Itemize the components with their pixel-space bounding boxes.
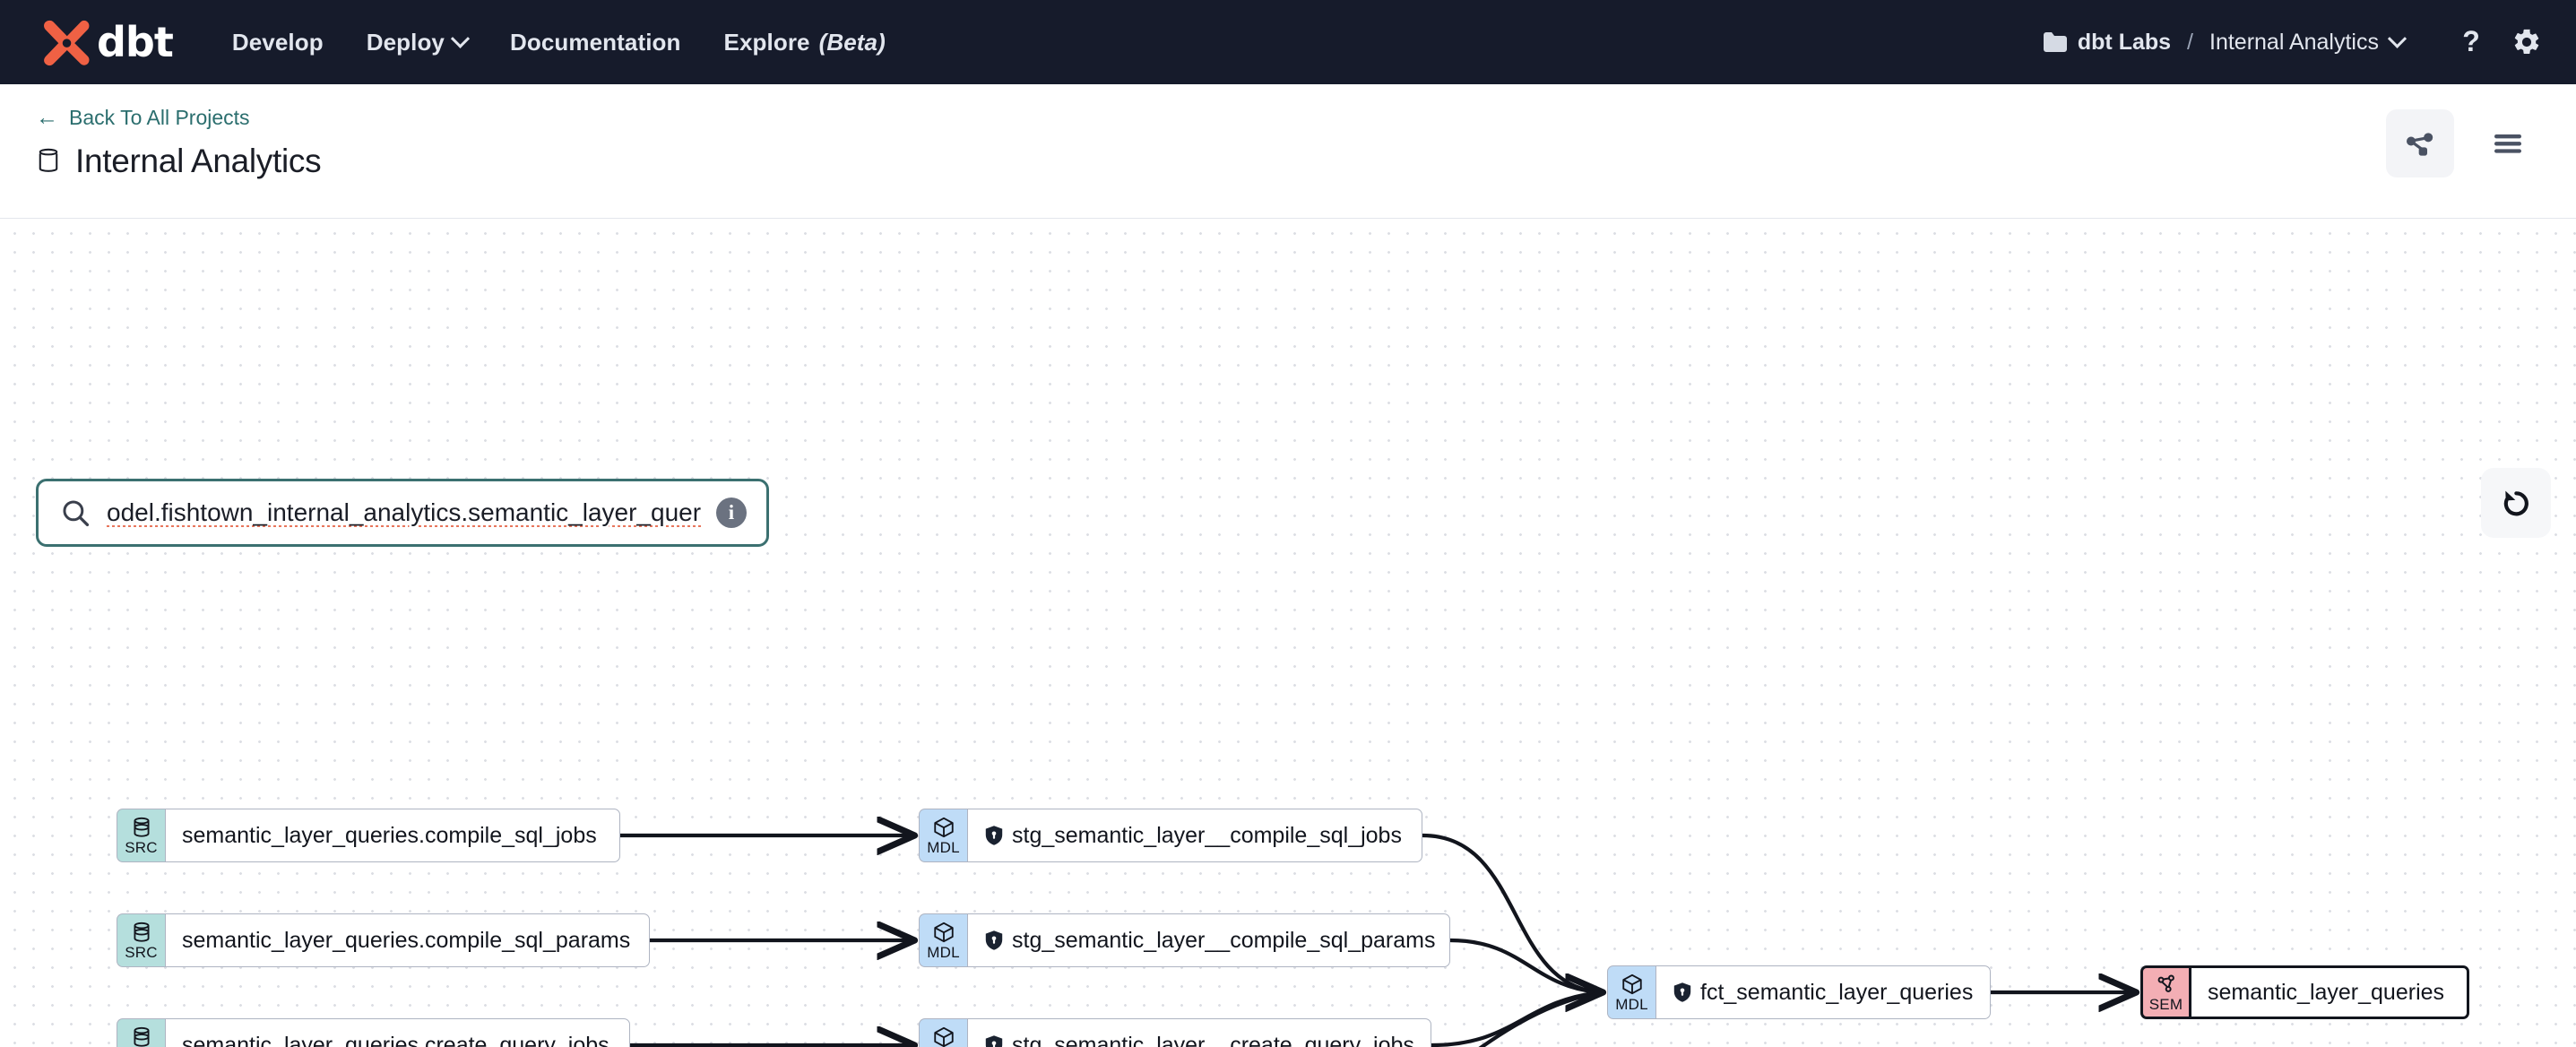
chevron-down-icon — [2387, 29, 2407, 48]
shield-lock-icon — [985, 1035, 1003, 1047]
graph-node-label: semantic_layer_queries — [2208, 979, 2445, 1005]
graph-node-badge-label: MDL — [1615, 996, 1648, 1013]
graph-node-badge-src: SRC — [117, 809, 165, 862]
shield-lock-icon — [1673, 982, 1691, 1002]
project-subheader: ← Back To All Projects Internal Analytic… — [0, 84, 2576, 219]
chevron-down-icon — [450, 29, 471, 48]
search-input[interactable]: odel.fishtown_internal_analytics.semanti… — [107, 498, 702, 526]
folder-icon — [2043, 32, 2067, 52]
gear-icon — [2514, 29, 2539, 55]
database-cylinder-icon — [133, 922, 150, 942]
nav-link-documentation-label: Documentation — [510, 28, 681, 56]
svg-text:?: ? — [2462, 27, 2480, 57]
dbt-x-logo — [44, 20, 90, 66]
graph-node-src2[interactable]: SRC semantic_layer_queries.compile_sql_pa… — [117, 913, 650, 967]
brand-wordmark: dbt — [97, 18, 174, 66]
nav-right-cluster: dbt Labs / Internal Analytics ? — [2043, 27, 2542, 57]
nav-link-explore[interactable]: Explore (Beta) — [724, 29, 886, 56]
share-graph-icon — [2407, 133, 2433, 156]
graph-node-body: semantic_layer_queries.create_query_jobs — [165, 1018, 630, 1047]
graph-node-body: semantic_layer_queries — [2189, 965, 2469, 1019]
graph-node-badge-label: MDL — [927, 839, 960, 856]
graph-node-badge-label: SRC — [125, 944, 158, 961]
back-to-all-projects-link[interactable]: ← Back To All Projects — [36, 106, 250, 130]
graph-node-body: semantic_layer_queries.compile_sql_jobs — [165, 809, 620, 862]
question-mark-icon: ? — [2462, 27, 2480, 57]
search-icon — [63, 500, 90, 527]
reset-view-button[interactable] — [2481, 468, 2551, 538]
nav-link-develop-label: Develop — [231, 28, 324, 56]
settings-button[interactable] — [2511, 27, 2542, 57]
graph-node-sem[interactable]: SEM semantic_layer_queries — [2140, 965, 2469, 1019]
reset-rotate-left-icon — [2503, 490, 2528, 516]
graph-node-body: fct_semantic_layer_queries — [1655, 965, 1991, 1019]
graph-node-mdl3[interactable]: MDL stg_semantic_layer__create_query_jobs — [919, 1018, 1431, 1047]
back-to-all-projects-label: Back To All Projects — [69, 106, 250, 129]
info-icon[interactable]: i — [716, 498, 747, 528]
nav-link-documentation[interactable]: Documentation — [510, 29, 681, 56]
shield-lock-icon — [985, 930, 1003, 950]
nav-link-explore-beta-tag: (Beta) — [818, 28, 886, 56]
graph-node-mdl1[interactable]: MDL stg_semantic_layer__compile_sql_jobs — [919, 809, 1422, 862]
graph-node-label: stg_semantic_layer__compile_sql_jobs — [1012, 822, 1402, 848]
organization-name: dbt Labs — [2077, 29, 2172, 55]
graph-node-mdl2[interactable]: MDL stg_semantic_layer__compile_sql_param… — [919, 913, 1450, 967]
graph-node-badge-mdl: MDL — [919, 913, 967, 967]
graph-node-src3[interactable]: SRC semantic_layer_queries.create_query_j… — [117, 1018, 630, 1047]
shield-lock-icon — [985, 826, 1003, 845]
organization-selector[interactable]: dbt Labs — [2043, 29, 2172, 56]
graph-node-badge-label: SRC — [125, 839, 158, 856]
page-title: Internal Analytics — [75, 143, 322, 179]
graph-node-body: stg_semantic_layer__compile_sql_params — [967, 913, 1450, 967]
graph-node-label: stg_semantic_layer__compile_sql_params — [1012, 927, 1436, 953]
arrow-left-icon: ← — [36, 105, 58, 130]
lineage-view-button[interactable] — [2386, 109, 2454, 177]
graph-node-badge-sem: SEM — [2140, 965, 2189, 1019]
graph-node-badge-src: SRC — [117, 913, 165, 967]
help-button[interactable]: ? — [2458, 27, 2485, 57]
graph-node-badge-mdl: MDL — [919, 1018, 967, 1047]
nav-link-deploy[interactable]: Deploy — [366, 28, 471, 56]
graph-node-badge-label: SEM — [2148, 996, 2183, 1013]
graph-node-body: stg_semantic_layer__compile_sql_jobs — [967, 809, 1422, 862]
view-toggle-group — [2386, 109, 2542, 177]
lineage-search-box[interactable]: odel.fishtown_internal_analytics.semanti… — [36, 479, 769, 547]
breadcrumb-separator: / — [2187, 29, 2193, 55]
graph-node-fct[interactable]: MDL fct_semantic_layer_queries — [1607, 965, 1991, 1019]
nav-icon-cluster: ? — [2458, 27, 2542, 57]
database-icon — [39, 148, 58, 172]
database-cylinder-icon — [133, 817, 150, 837]
graph-node-badge-mdl: MDL — [919, 809, 967, 862]
nav-link-explore-label: Explore — [723, 28, 810, 56]
graph-node-label: semantic_layer_queries.create_query_jobs — [182, 1032, 609, 1047]
nav-link-deploy-label: Deploy — [366, 28, 445, 56]
project-selector-label: Internal Analytics — [2209, 29, 2379, 55]
cube-icon — [933, 922, 954, 943]
list-view-button[interactable] — [2474, 109, 2542, 177]
primary-nav-links: Develop Deploy Documentation Explore (Be… — [232, 29, 886, 56]
graph-node-label: semantic_layer_queries.compile_sql_jobs — [182, 822, 597, 848]
hamburger-list-icon — [2494, 134, 2521, 153]
lineage-graph-canvas[interactable]: odel.fishtown_internal_analytics.semanti… — [0, 219, 2576, 1047]
graph-node-label: stg_semantic_layer__create_query_jobs — [1012, 1032, 1414, 1047]
graph-node-body: stg_semantic_layer__create_query_jobs — [967, 1018, 1431, 1047]
project-selector[interactable]: Internal Analytics — [2209, 29, 2407, 56]
graph-node-label: semantic_layer_queries.compile_sql_param… — [182, 927, 631, 953]
semantic-graph-icon — [2157, 974, 2174, 992]
database-cylinder-icon — [133, 1026, 150, 1047]
cube-icon — [933, 1026, 954, 1047]
nav-link-develop[interactable]: Develop — [232, 29, 324, 56]
dbt-brand[interactable]: dbt — [39, 17, 174, 67]
graph-node-body: semantic_layer_queries.compile_sql_param… — [165, 913, 650, 967]
graph-node-badge-src: SRC — [117, 1018, 165, 1047]
project-title-row: Internal Analytics — [36, 143, 2542, 180]
top-navigation-bar: dbt Develop Deploy Documentation Explore… — [0, 0, 2576, 84]
graph-node-badge-mdl: MDL — [1607, 965, 1655, 1019]
graph-node-badge-label: MDL — [927, 944, 960, 961]
graph-node-label: fct_semantic_layer_queries — [1700, 979, 1974, 1005]
graph-node-src1[interactable]: SRC semantic_layer_queries.compile_sql_jo… — [117, 809, 620, 862]
cube-icon — [933, 817, 954, 838]
cube-icon — [1621, 973, 1642, 995]
